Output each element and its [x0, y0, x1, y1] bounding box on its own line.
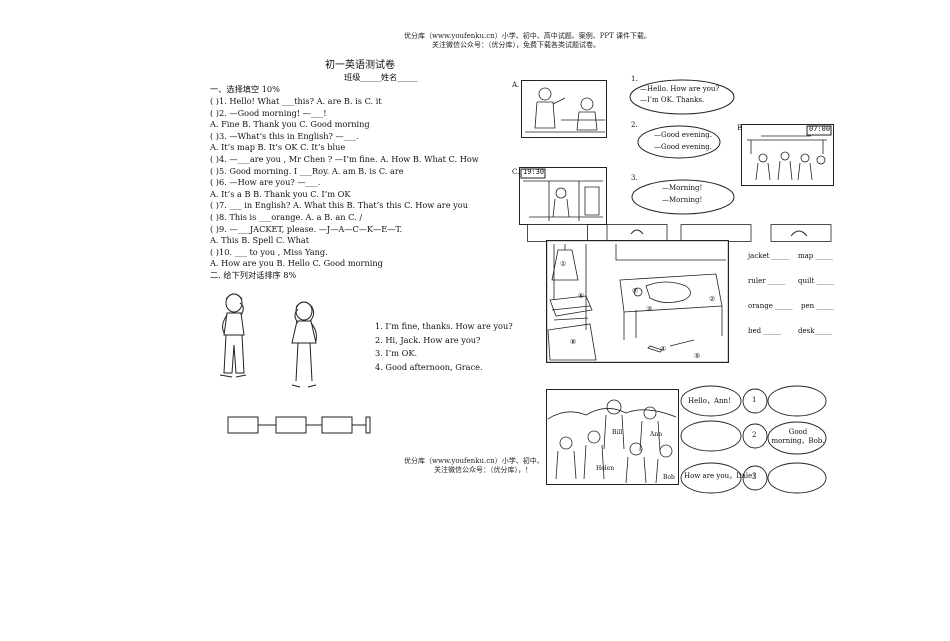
speech-bubble-1	[629, 79, 735, 115]
word-jacket[interactable]: jacket _____	[748, 252, 790, 260]
answer-box[interactable]	[275, 416, 307, 434]
crowd-number-2: 2	[752, 431, 757, 439]
object-boxes-row	[527, 224, 832, 242]
question-line: ( )7. ___ in English? A. What this B. Th…	[210, 200, 468, 211]
room-mark-7: ⑦	[632, 287, 639, 295]
class-name-line: 班级_____姓名_____	[344, 72, 418, 82]
question-line: ( )4. —___are you , Mr Chen ? —I’m fine.…	[210, 153, 479, 164]
header-line-2: 关注微信公众号：（优分库），免费下载各类试题试卷。	[432, 41, 600, 49]
crowd-number-3: 3	[752, 473, 757, 481]
room-mark-4: ④	[660, 345, 667, 353]
crowd-number-1: 1	[752, 396, 757, 404]
room-picture	[546, 240, 729, 363]
question-line: A. How are you B. Hello C. Good morning	[210, 258, 383, 269]
question-line: ( )2. —Good morning! —___!	[210, 107, 327, 118]
word-map[interactable]: map _____	[798, 252, 834, 260]
picture-b	[741, 124, 834, 186]
header-line-1: 优分库（www.youfenku.cn）小学、初中、高中试题、案例、PPT 课件…	[404, 32, 652, 40]
bubble-3-line-1: —Morning!	[662, 184, 703, 192]
section-2-heading: 二. 给下列对话排序 8%	[210, 270, 297, 280]
room-mark-2: ②	[709, 295, 716, 303]
picture-label-c: C.	[512, 168, 520, 176]
question-line: ( )6. —How are you? —___.	[210, 177, 321, 188]
boy-and-girl-illustration	[219, 293, 317, 388]
footer-line-2: 关注微信公众号：（优分库），！	[434, 466, 532, 474]
question-line: A. Fine B. Thank you C. Good morning	[210, 119, 370, 130]
crowd-left-bubble-3: How are you，Dale?	[684, 472, 757, 480]
picture-label-b: B.	[737, 124, 745, 132]
picture-label-a: A.	[512, 81, 520, 89]
paper-title: 初一英语测试卷	[325, 60, 395, 71]
speech-bubble-2	[637, 125, 721, 159]
answer-boxes	[227, 416, 371, 434]
picture-a	[521, 80, 607, 138]
dialogue-line: 1. I’m fine, thanks. How are you?	[375, 321, 513, 331]
question-line: A. It’s a B B. Thank you C. I’m OK	[210, 188, 351, 199]
section-1-heading: 一、选择填空 10%	[210, 84, 280, 94]
word-bed[interactable]: bed _____	[748, 327, 781, 335]
word-quilt[interactable]: quilt _____	[798, 277, 835, 285]
number-label-1: 1.	[631, 75, 638, 83]
answer-box[interactable]	[227, 416, 259, 434]
word-orange[interactable]: orange _____	[748, 302, 793, 310]
question-line: ( )3. —What’s this in English? —___.	[210, 130, 359, 141]
crowd-name-bill: Bill	[612, 429, 623, 436]
crowd-bubbles	[680, 385, 827, 494]
bubble-1-line-2: —I’m OK. Thanks.	[640, 96, 705, 104]
room-mark-6: ⑥	[578, 292, 585, 300]
dialogue-list: 1. I’m fine, thanks. How are you? 2. Hi,…	[375, 320, 513, 374]
question-line: ( )1. Hello! What ___this? A. are B. is …	[210, 96, 382, 106]
dialogue-line: 4. Good afternoon, Grace.	[375, 361, 483, 372]
picture-c	[519, 167, 607, 225]
bubble-1-line-1: —Hello. How are you?	[640, 85, 720, 93]
question-line: ( )8. This is ___orange. A. a B. an C. /	[210, 211, 363, 222]
crowd-name-ann: Ann	[650, 431, 663, 438]
crowd-right-bubble-2: Good morning，Bob.	[771, 428, 825, 445]
room-mark-8: ⑧	[570, 338, 577, 346]
room-mark-5: ⑤	[694, 352, 701, 360]
question-line: A. It’s map B. It’s OK C. It’s blue	[210, 142, 346, 153]
crowd-name-bob: Bob	[663, 474, 675, 481]
bubble-2-line-2: —Good evening.	[654, 143, 712, 151]
crowd-picture	[546, 389, 679, 485]
clock-b: 07:00	[809, 125, 831, 133]
question-list: ( )1. Hello! What ___this? A. are B. is …	[210, 96, 510, 270]
question-line: ( )5. Good morning. I ___Roy. A. am B. i…	[210, 165, 404, 176]
crowd-name-helen: Helen	[596, 465, 615, 472]
room-mark-1: ①	[560, 260, 567, 268]
question-line: ( )10. ___ to you , Miss Yang.	[210, 246, 328, 257]
speech-bubble-3	[631, 179, 735, 215]
word-desk[interactable]: desk_____	[798, 327, 832, 335]
crowd-left-bubble-1: Hello，Ann!	[688, 397, 731, 405]
answer-box[interactable]	[321, 416, 353, 434]
bubble-3-line-2: —Morning!	[662, 196, 703, 204]
word-ruler[interactable]: ruler _____	[748, 277, 786, 285]
bubble-2-line-1: —Good evening.	[654, 131, 712, 139]
footer-line-1: 优分库（www.youfenku.cn）小学、初中、	[404, 457, 544, 465]
number-label-2: 2.	[631, 121, 638, 129]
dialogue-line: 3. I’m OK.	[375, 348, 418, 358]
question-line: ( )9. —___JACKET, please. —J—A—C—K—E—T.	[210, 223, 403, 234]
question-line: A. This B. Spell C. What	[210, 235, 310, 246]
clock-c: 19:30	[523, 168, 545, 176]
room-mark-3: ③	[646, 305, 653, 313]
word-pen[interactable]: pen _____	[801, 302, 834, 310]
dialogue-line: 2. Hi, Jack. How are you?	[375, 334, 481, 345]
number-label-3: 3.	[631, 174, 638, 182]
